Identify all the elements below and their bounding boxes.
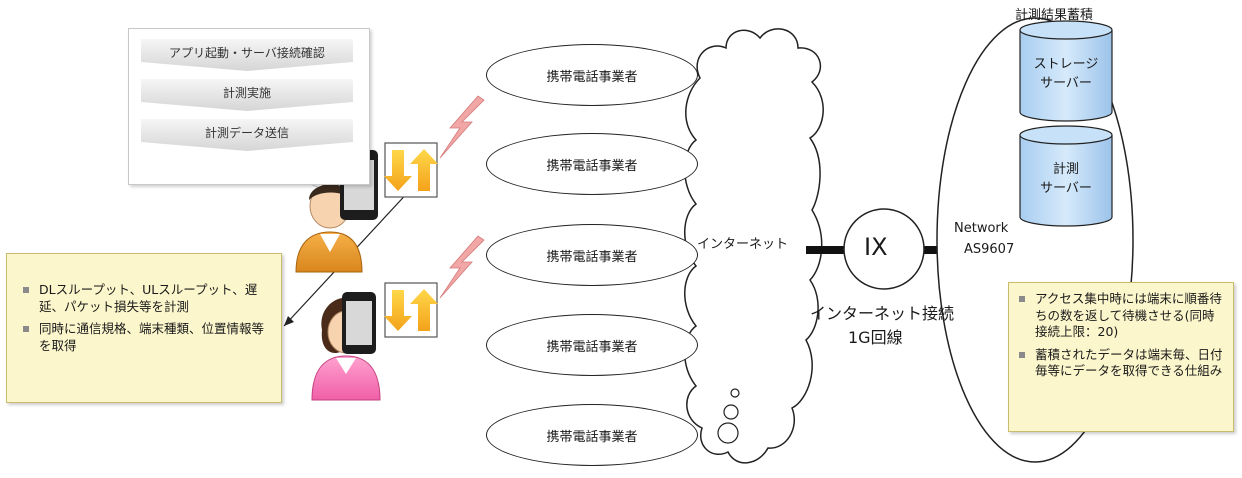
- bullet-icon: [1019, 296, 1025, 302]
- lightning-icon: [439, 235, 485, 299]
- note-item: 蓄積されたデータは端末毎、日付毎等にデータを取得できる仕組み: [1017, 347, 1225, 380]
- note-item-text: アクセス集中時には端末に順番待ちの数を返して待機させる(同時接続上限：20): [1035, 291, 1222, 339]
- measurement-server-line2: サーバー: [1040, 180, 1092, 196]
- measurement-note: DLスループット、ULスループット、遅延、パケット損失等を計測 同時に通信規格、…: [6, 253, 282, 403]
- bullet-icon: [23, 326, 29, 332]
- updown-arrows-icon: [384, 282, 438, 338]
- step-measurement: 計測実施: [141, 79, 353, 111]
- bandwidth-label: 1G回線: [848, 328, 903, 347]
- carrier-node: 携帯電話事業者: [486, 314, 698, 376]
- storage-server-cylinder: [1019, 20, 1113, 122]
- lightning-icon: [439, 95, 485, 159]
- server-note: アクセス集中時には端末に順番待ちの数を返して待機させる(同時接続上限：20) 蓄…: [1008, 282, 1234, 432]
- note-item: 同時に通信規格、端末種類、位置情報等を取得: [21, 321, 271, 354]
- carrier-node: 携帯電話事業者: [486, 44, 698, 106]
- storage-header: 計測結果蓄積: [1015, 8, 1094, 23]
- note-item-text: 同時に通信規格、端末種類、位置情報等を取得: [39, 321, 265, 353]
- cloud-ix-link: [806, 246, 844, 254]
- ix-label: IX: [864, 233, 888, 261]
- step-app-launch: アプリ起動・サーバ接続確認: [141, 39, 353, 71]
- note-item-text: DLスループット、ULスループット、遅延、パケット損失等を計測: [39, 282, 258, 314]
- connector-arrowhead: [284, 316, 294, 326]
- note-item-text: 蓄積されたデータは端末毎、日付毎等にデータを取得できる仕組み: [1035, 346, 1223, 379]
- storage-server-line2: サーバー: [1040, 75, 1092, 91]
- as-number-label: AS9607: [964, 242, 1015, 257]
- note-item: アクセス集中時には端末に順番待ちの数を返して待機させる(同時接続上限：20): [1017, 291, 1225, 341]
- measurement-server-line1: 計測: [1052, 162, 1079, 177]
- smartphone-icon: [342, 292, 376, 354]
- carrier-node: 携帯電話事業者: [486, 224, 698, 286]
- connection-label: インターネット接続: [810, 304, 955, 323]
- internet-cloud: [684, 28, 824, 464]
- carrier-node: 携帯電話事業者: [486, 404, 698, 466]
- bullet-icon: [1019, 351, 1025, 358]
- process-steps-box: アプリ起動・サーバ接続確認 計測実施 計測データ送信: [128, 28, 370, 185]
- step-data-send: 計測データ送信: [141, 119, 353, 151]
- carrier-node: 携帯電話事業者: [486, 133, 698, 195]
- measurement-server-label: 計測 サーバー: [1020, 161, 1112, 199]
- network-label: Network: [954, 221, 1009, 236]
- measurement-server-cylinder: [1019, 125, 1113, 227]
- note-item: DLスループット、ULスループット、遅延、パケット損失等を計測: [21, 282, 271, 315]
- bullet-icon: [23, 287, 29, 293]
- ix-network-link: [924, 246, 944, 254]
- updown-arrows-icon: [384, 142, 438, 198]
- storage-server-label: ストレージ サーバー: [1020, 56, 1112, 94]
- ix-node: [843, 208, 925, 290]
- storage-server-line1: ストレージ: [1033, 57, 1099, 72]
- internet-label: インターネット: [697, 237, 789, 252]
